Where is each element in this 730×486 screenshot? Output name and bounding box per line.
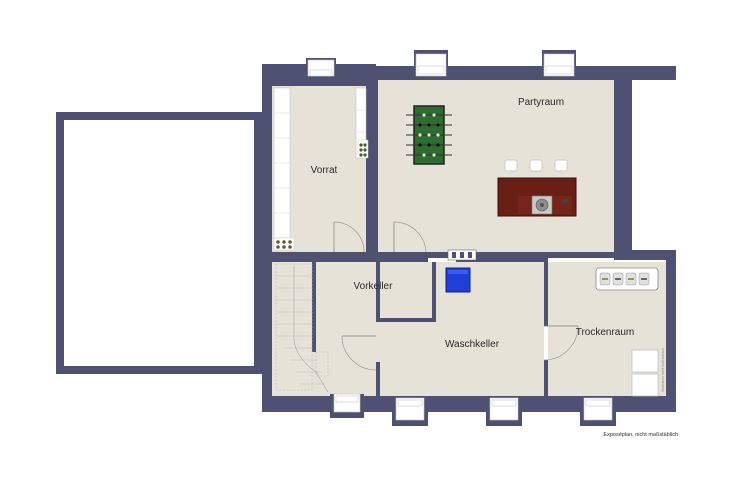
stairs-icon xyxy=(275,263,329,393)
room-label-waschkeller: Waschkeller xyxy=(445,339,500,350)
socket-icon xyxy=(447,249,477,261)
wine-rack-icon xyxy=(273,139,369,251)
washing-machine-icon xyxy=(631,349,659,397)
room-label-partyraum: Partyraum xyxy=(518,97,564,108)
door-icon xyxy=(333,221,365,253)
room-label-vorrat: Vorrat xyxy=(311,165,338,176)
window-icon xyxy=(330,393,364,418)
window-icon xyxy=(486,396,522,426)
room-label-vorkeller: Vorkeller xyxy=(354,281,394,292)
windows xyxy=(306,50,616,426)
window-icon xyxy=(306,58,336,77)
door-icon xyxy=(393,221,427,253)
doors xyxy=(333,221,579,371)
window-icon xyxy=(414,50,448,77)
bar-stool-icon xyxy=(504,159,568,172)
washing-machine-icon xyxy=(445,267,471,293)
annex-outline xyxy=(56,112,262,374)
sink-icon xyxy=(531,195,568,215)
window-icon xyxy=(542,50,576,77)
door-icon xyxy=(341,335,377,371)
dryer-icon xyxy=(595,267,659,291)
interior-walls xyxy=(272,80,548,396)
footer-note: Exposéplan, nicht maßstäblich xyxy=(603,432,678,438)
room-label-trockenraum: Trockenraum xyxy=(576,327,635,338)
door-icon xyxy=(543,325,579,361)
foosball-table-icon xyxy=(406,105,452,165)
window-icon xyxy=(580,396,616,426)
vertical-note: Illustration nicht maßstäblich xyxy=(661,348,665,392)
window-icon xyxy=(392,396,428,426)
